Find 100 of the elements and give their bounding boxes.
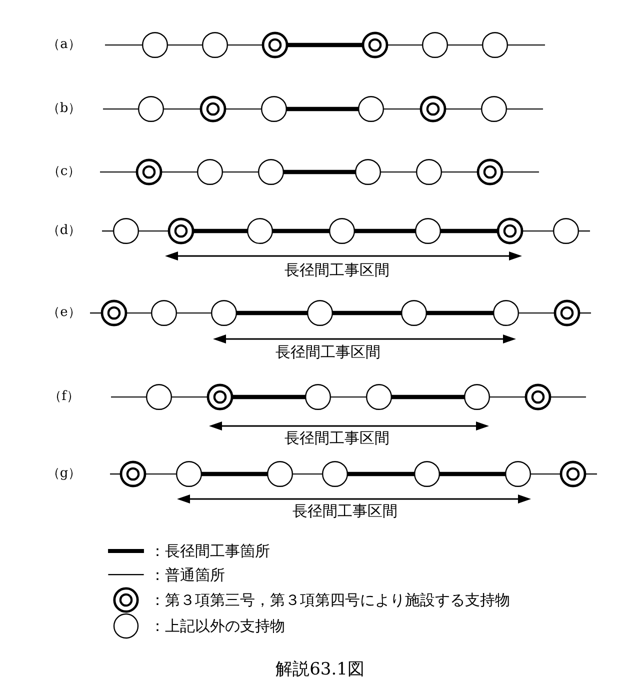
double-circle <box>553 299 581 327</box>
line <box>103 108 138 110</box>
line <box>111 396 146 398</box>
circle <box>266 460 294 488</box>
circle <box>413 460 441 488</box>
line <box>105 44 142 46</box>
line <box>164 108 200 110</box>
double-circle <box>419 95 447 123</box>
thick-line <box>392 394 464 400</box>
line <box>518 312 554 314</box>
line <box>530 473 560 475</box>
circle <box>504 460 532 488</box>
line <box>226 108 262 110</box>
thick-line <box>426 310 494 316</box>
line <box>506 108 543 110</box>
row-label: （e） <box>47 306 81 320</box>
circle <box>112 217 140 245</box>
thick-line <box>440 472 506 476</box>
double-circle <box>261 31 289 59</box>
circle <box>414 217 442 245</box>
row-label: （d） <box>46 224 82 238</box>
double-circle <box>100 299 128 327</box>
double-circle <box>167 217 195 245</box>
circle <box>257 158 285 186</box>
circle <box>400 299 428 327</box>
row-label: （b） <box>46 102 82 116</box>
line <box>578 230 590 232</box>
thick-line <box>202 472 268 476</box>
thick-line <box>332 310 402 316</box>
circle <box>196 158 224 186</box>
thick-line <box>440 228 498 234</box>
thick-line <box>288 42 362 48</box>
double-circle <box>135 158 163 186</box>
circle <box>210 299 238 327</box>
line <box>380 171 416 173</box>
thick-line <box>354 228 416 234</box>
thick-line <box>286 106 358 112</box>
line <box>172 396 208 398</box>
thick-line <box>272 228 330 234</box>
line <box>446 108 482 110</box>
line <box>580 312 591 314</box>
line <box>502 171 539 173</box>
double-circle <box>119 460 147 488</box>
line <box>110 473 120 475</box>
row-label: （g） <box>46 466 82 482</box>
line <box>176 312 212 314</box>
circle <box>306 299 334 327</box>
circle <box>328 217 356 245</box>
circle <box>365 383 393 411</box>
line <box>102 230 114 232</box>
circle <box>201 31 229 59</box>
circle <box>150 299 178 327</box>
line <box>508 44 545 46</box>
dimension-label: 長径間工事区間 <box>276 344 380 360</box>
thick-line <box>194 228 248 234</box>
circle <box>480 95 508 123</box>
line <box>442 171 478 173</box>
line <box>522 230 554 232</box>
row-label: （f） <box>48 390 80 404</box>
line <box>550 396 586 398</box>
dimension-label: 長径間工事区間 <box>292 502 398 520</box>
circle <box>246 217 274 245</box>
double-circle <box>199 95 227 123</box>
legend-text: ：普通箇所 <box>150 566 225 584</box>
line <box>146 473 176 475</box>
figure-caption: 解説63.1図 <box>276 660 364 680</box>
circle <box>463 383 491 411</box>
line <box>228 44 262 46</box>
thick-line <box>348 472 414 476</box>
double-circle <box>206 383 234 411</box>
thick-line <box>232 394 306 400</box>
line <box>100 171 136 173</box>
line <box>126 312 152 314</box>
dimension-label: 長径間工事区間 <box>284 262 390 278</box>
double-circle <box>496 217 524 245</box>
circle <box>321 460 349 488</box>
circle <box>304 383 332 411</box>
double-circle <box>559 460 587 488</box>
line <box>292 473 322 475</box>
row-label: （a） <box>47 38 81 52</box>
line <box>162 171 198 173</box>
line <box>490 396 526 398</box>
circle <box>415 158 443 186</box>
line <box>90 312 102 314</box>
legend-text: ：長径間工事箇所 <box>150 542 270 560</box>
line <box>586 473 597 475</box>
circle <box>354 158 382 186</box>
line <box>168 44 202 46</box>
legend-text: ：上記以外の支持物 <box>150 618 285 634</box>
dimension-label: 長径間工事区間 <box>284 430 390 446</box>
line <box>384 108 420 110</box>
circle <box>357 95 385 123</box>
double-circle <box>476 158 504 186</box>
circle <box>175 460 203 488</box>
line <box>388 44 422 46</box>
circle <box>137 95 165 123</box>
thick-line <box>236 310 308 316</box>
line <box>138 230 168 232</box>
double-circle <box>361 31 389 59</box>
line <box>222 171 258 173</box>
